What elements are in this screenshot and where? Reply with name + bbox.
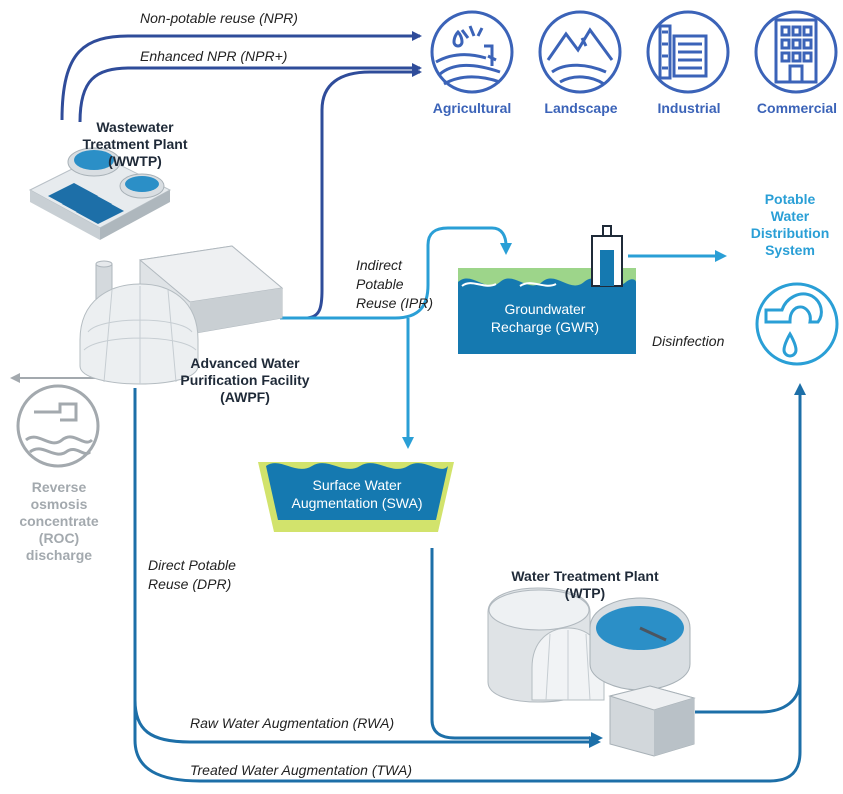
agricultural-icon <box>430 10 514 94</box>
roc-label-line4: (ROC) <box>38 530 80 546</box>
ipr-label-line1: Indirect <box>356 257 402 273</box>
npr-plus-label: Enhanced NPR (NPR+) <box>140 48 288 64</box>
awpf-illustration <box>79 245 284 385</box>
rwa-label: Raw Water Augmentation (RWA) <box>190 715 395 731</box>
roc-label-line1: Reverse <box>31 479 87 495</box>
dpr-label-line2: Reuse (DPR) <box>148 576 232 592</box>
wwtp-label-line3: (WWTP) <box>108 153 162 169</box>
agricultural-label: Agricultural <box>432 100 512 116</box>
distribution-label-line4: System <box>765 242 815 258</box>
flow-twa-arrow <box>133 383 806 783</box>
flow-npr-arrow <box>60 31 422 121</box>
ipr-label: Indirect Potable Reuse (IPR) <box>356 256 433 313</box>
industrial-icon <box>646 10 730 94</box>
roc-label-line5: discharge <box>25 547 93 563</box>
awpf-label: Advanced Water Purification Facility (AW… <box>160 355 330 406</box>
distribution-label-line1: Potable <box>764 191 816 207</box>
gwr-label-line1: Groundwater <box>504 301 586 317</box>
disinfection-label: Disinfection <box>652 333 725 349</box>
awpf-label-line2: Purification Facility <box>180 372 310 388</box>
swa-label: Surface Water Augmentation (SWA) <box>276 476 438 512</box>
gwr-label-line2: Recharge (GWR) <box>490 319 600 335</box>
wtp-label: Water Treatment Plant (WTP) <box>490 568 680 602</box>
roc-label: Reverse osmosis concentrate (ROC) discha… <box>4 479 114 564</box>
industrial-label: Industrial <box>657 100 721 116</box>
swa-illustration <box>258 462 454 532</box>
roc-label-line2: osmosis <box>30 496 88 512</box>
distribution-label: Potable Water Distribution System <box>740 191 840 259</box>
distribution-label-line2: Water <box>770 208 810 224</box>
ipr-label-line3: Reuse (IPR) <box>356 295 434 311</box>
distribution-faucet-icon <box>755 282 839 366</box>
wtp-label-line2: (WTP) <box>564 585 606 601</box>
dpr-label: Direct Potable Reuse (DPR) <box>148 556 236 594</box>
twa-label: Treated Water Augmentation (TWA) <box>190 762 413 778</box>
wwtp-label-line1: Wastewater <box>96 119 174 135</box>
wtp-illustration <box>487 587 696 757</box>
landscape-label: Landscape <box>544 100 618 116</box>
awpf-label-line1: Advanced Water <box>190 355 300 371</box>
wwtp-label-line2: Treatment Plant <box>82 136 188 152</box>
roc-discharge-icon <box>16 384 100 468</box>
flow-awpf-to-end-use-arrow <box>280 67 422 320</box>
roc-label-line3: concentrate <box>19 513 99 529</box>
flow-wtp-to-distribution <box>695 679 802 714</box>
dpr-label-line1: Direct Potable <box>148 557 236 573</box>
distribution-label-line3: Distribution <box>750 225 830 241</box>
commercial-icon <box>754 10 838 94</box>
commercial-label: Commercial <box>756 100 838 116</box>
swa-label-line2: Augmentation (SWA) <box>291 495 423 511</box>
wwtp-label: Wastewater Treatment Plant (WWTP) <box>60 119 210 170</box>
landscape-icon <box>538 10 622 94</box>
flow-swa-to-wtp-arrow <box>430 548 603 744</box>
swa-label-line1: Surface Water <box>312 477 402 493</box>
awpf-label-line3: (AWPF) <box>220 389 270 405</box>
ipr-label-line2: Potable <box>356 276 404 292</box>
flow-npr-plus-arrow <box>78 63 422 123</box>
wwtp-illustration <box>28 147 172 240</box>
wtp-label-line1: Water Treatment Plant <box>511 568 659 584</box>
gwr-label: Groundwater Recharge (GWR) <box>470 300 620 336</box>
gwr-illustration <box>458 225 636 354</box>
npr-label: Non-potable reuse (NPR) <box>140 10 298 26</box>
flow-ipr-arrow <box>280 226 512 320</box>
